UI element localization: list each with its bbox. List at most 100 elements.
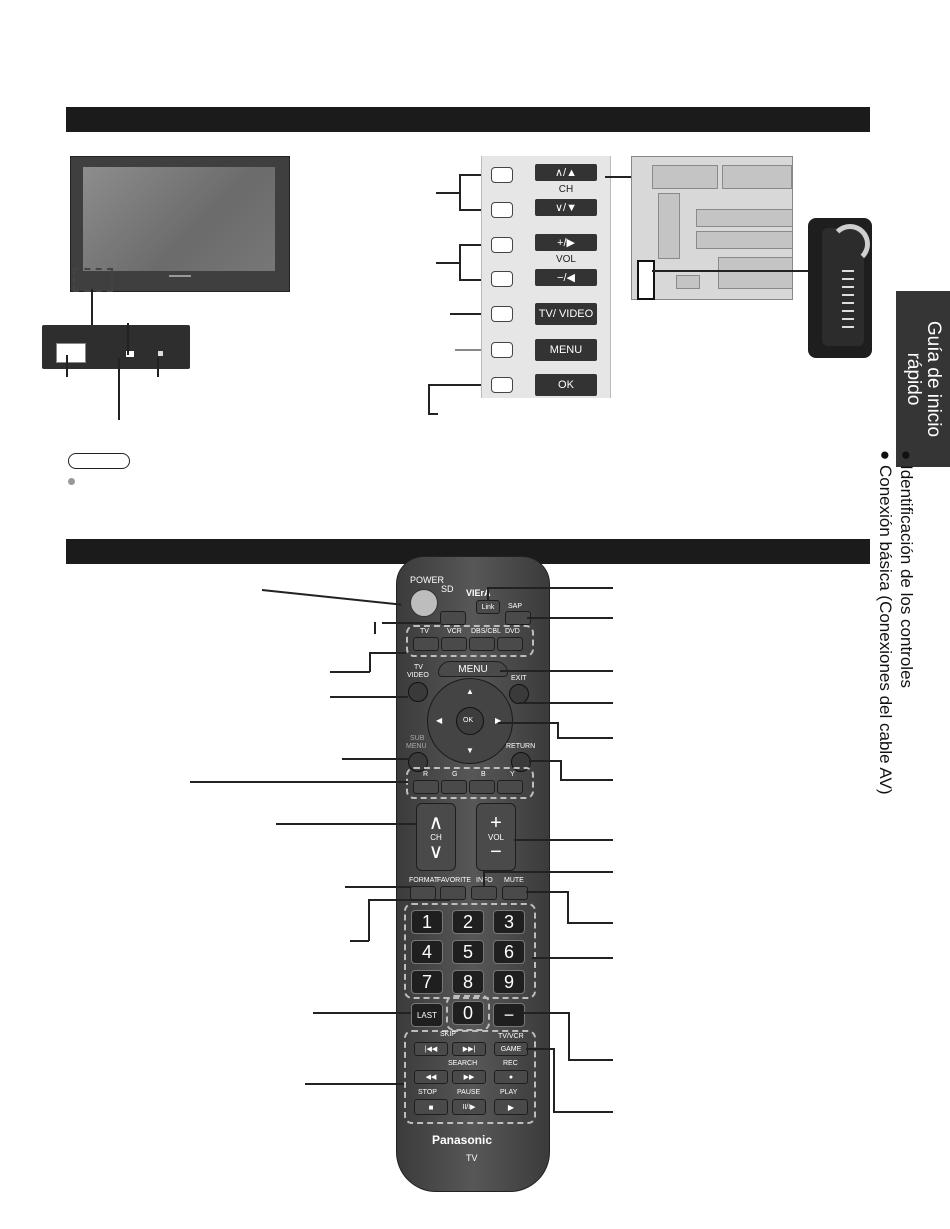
number-0-button[interactable]: 0 — [452, 1001, 484, 1025]
ch-up-side-button[interactable] — [491, 167, 513, 183]
ok-label: OK — [535, 374, 597, 396]
format-label: FORMAT — [409, 877, 439, 884]
number-9-button[interactable]: 9 — [493, 970, 525, 994]
last-button[interactable]: LAST — [411, 1003, 443, 1027]
blue-button[interactable] — [469, 780, 495, 794]
info-button[interactable] — [471, 886, 497, 900]
game-callout — [553, 1048, 555, 1112]
ch-bracket — [459, 209, 481, 211]
number-4-button[interactable]: 4 — [411, 940, 443, 964]
dvd-mode-button[interactable] — [497, 637, 523, 651]
skip-label: SKIP — [440, 1031, 456, 1038]
callout-line — [66, 355, 68, 377]
rec-button[interactable]: ● — [494, 1070, 528, 1084]
arrow-right-icon[interactable]: ▶ — [495, 716, 502, 725]
number-7-button[interactable]: 7 — [411, 970, 443, 994]
ch-bracket — [436, 192, 460, 194]
side-panel-locator — [637, 260, 655, 300]
arrow-left-icon[interactable]: ◀ — [436, 716, 443, 725]
tv-video-side-button[interactable] — [491, 306, 513, 322]
ch-up-icon: ∧ — [428, 811, 444, 834]
tv-mode-button[interactable] — [413, 637, 439, 651]
tv-video-callout — [450, 313, 481, 315]
mute-button[interactable] — [502, 886, 528, 900]
viera-link-button[interactable]: Link — [476, 600, 500, 614]
ok-callout — [428, 384, 430, 414]
ch-rocker[interactable]: ∧ CH ∨ — [416, 803, 456, 871]
pause-button[interactable]: II/I▶ — [452, 1099, 486, 1115]
mute-callout — [567, 922, 613, 924]
vol-up-icon: + — [490, 811, 502, 834]
vol-up-side-button[interactable] — [491, 237, 513, 253]
viera-logo: VIErA — [466, 588, 491, 598]
side-contents: ● Identificación de los controles ● Cone… — [875, 450, 917, 1070]
ch-up-label: ∧/▲ — [535, 164, 597, 181]
red-button[interactable] — [413, 780, 439, 794]
ok-side-button[interactable] — [491, 377, 513, 393]
dash-button[interactable]: − — [493, 1003, 525, 1027]
tv-front-illustration — [70, 156, 290, 292]
side-item-connection: ● Conexión básica (Conexiones del cable … — [876, 450, 895, 795]
number-2-button[interactable]: 2 — [452, 910, 484, 934]
tv-video-label-2: VIDEO — [407, 672, 429, 679]
zoom-connector-line — [91, 289, 93, 325]
ch-down-side-button[interactable] — [491, 202, 513, 218]
play-button[interactable]: ▶ — [494, 1099, 528, 1115]
game-button[interactable]: GAME — [494, 1042, 528, 1056]
vol-rocker[interactable]: + VOL − — [476, 803, 516, 871]
vol-down-side-button[interactable] — [491, 271, 513, 287]
dbs-mode-button[interactable] — [469, 637, 495, 651]
skip-forward-button[interactable]: ▶▶| — [452, 1042, 486, 1056]
stop-button[interactable]: ■ — [414, 1099, 448, 1115]
sd-button[interactable] — [440, 611, 466, 625]
playback-buttons-group — [404, 1030, 536, 1124]
play-label: PLAY — [500, 1089, 518, 1096]
arrow-up-icon[interactable]: ▲ — [466, 687, 474, 696]
number-5-button[interactable]: 5 — [452, 940, 484, 964]
vol-bracket — [436, 262, 460, 264]
exit-button[interactable] — [509, 684, 529, 704]
color-callout — [190, 781, 408, 783]
panasonic-logo: Panasonic — [432, 1133, 493, 1147]
arrow-down-icon[interactable]: ▼ — [466, 746, 474, 755]
skip-back-button[interactable]: |◀◀ — [414, 1042, 448, 1056]
favorite-button[interactable] — [440, 886, 466, 900]
game-callout — [526, 1048, 554, 1050]
mute-callout — [526, 891, 568, 893]
number-3-button[interactable]: 3 — [493, 910, 525, 934]
fast-forward-button[interactable]: ▶▶ — [452, 1070, 486, 1084]
favorite-callout — [368, 899, 370, 941]
power-label: POWER — [410, 575, 445, 585]
exit-label: EXIT — [511, 675, 527, 682]
b-label: B — [481, 771, 486, 778]
sd-card-icon: SD — [441, 584, 454, 594]
green-button[interactable] — [441, 780, 467, 794]
callout-line — [157, 357, 159, 377]
format-button[interactable] — [410, 886, 436, 900]
favorite-callout — [368, 899, 450, 901]
yellow-button[interactable] — [497, 780, 523, 794]
number-pad-callout — [532, 957, 613, 959]
ok-button[interactable] — [456, 707, 484, 735]
power-button[interactable] — [410, 589, 438, 617]
number-8-button[interactable]: 8 — [452, 970, 484, 994]
tv-video-button[interactable] — [408, 682, 428, 702]
menu-side-button[interactable] — [491, 342, 513, 358]
power-callout — [261, 589, 402, 606]
section-bar-top — [66, 107, 870, 132]
open-arrow-icon — [830, 224, 870, 264]
menu-button[interactable]: MENU — [438, 661, 508, 677]
tv-video-label-1: TV — [414, 664, 423, 671]
return-callout — [560, 760, 562, 780]
menu-label: MENU — [535, 339, 597, 361]
ok-arrows-callout — [557, 722, 559, 738]
device-callout — [370, 652, 406, 654]
inset-connector — [652, 270, 808, 272]
vcr-mode-button[interactable] — [441, 637, 467, 651]
game-callout — [553, 1111, 613, 1113]
number-6-button[interactable]: 6 — [493, 940, 525, 964]
rewind-button[interactable]: ◀◀ — [414, 1070, 448, 1084]
info-callout — [484, 871, 613, 873]
number-1-button[interactable]: 1 — [411, 910, 443, 934]
y-label: Y — [510, 771, 515, 778]
